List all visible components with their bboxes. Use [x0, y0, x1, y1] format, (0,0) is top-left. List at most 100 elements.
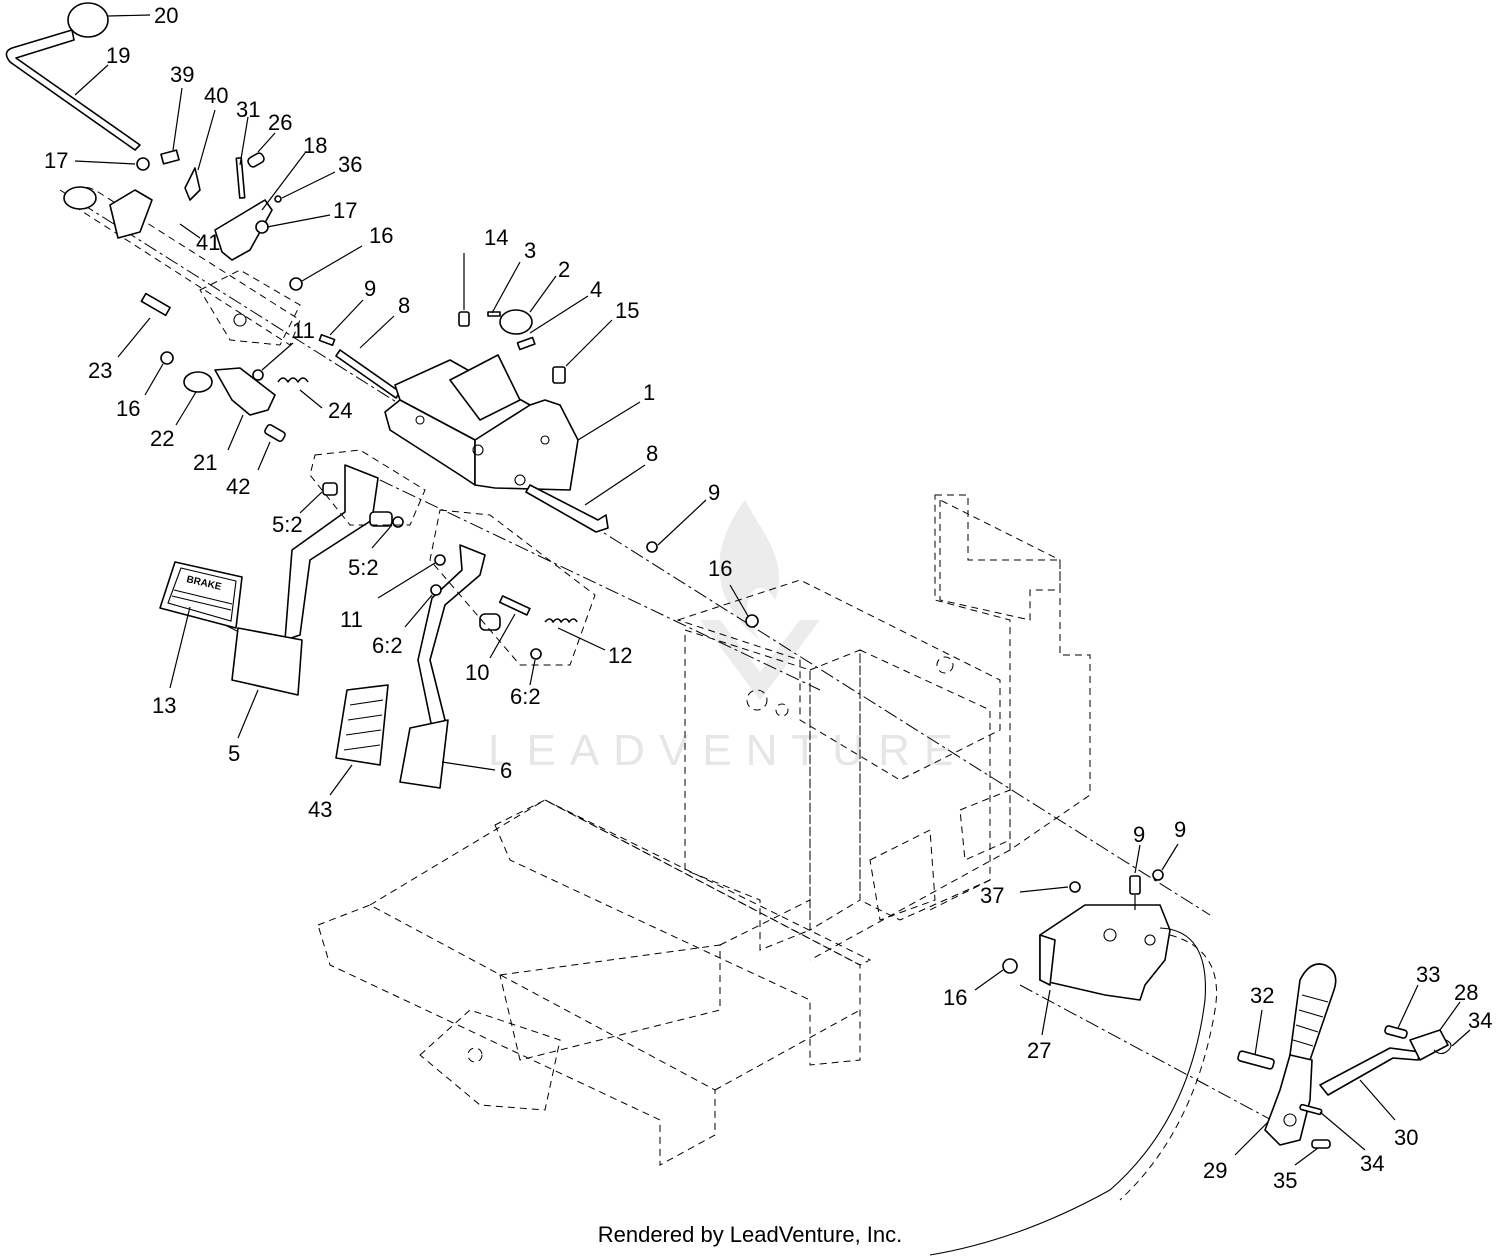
- accelerator-pedal-arm: [417, 544, 486, 729]
- leader-31: [239, 116, 249, 166]
- callout-12: 12: [608, 643, 632, 668]
- callout-15: 15: [615, 298, 639, 323]
- switch-2: [499, 309, 533, 335]
- frame-edge-4: [719, 899, 811, 946]
- callout-24: 24: [328, 398, 352, 423]
- bushing-22: [183, 371, 213, 393]
- hand-brake-body-29: [1264, 1054, 1313, 1146]
- leader-2: [529, 275, 557, 313]
- callout-28: 28: [1454, 980, 1478, 1005]
- bushing-6-upper: [430, 584, 442, 596]
- callout-16-upper: 16: [369, 223, 393, 248]
- pivot-rod-8-lower: [525, 484, 609, 533]
- frame-lower-box: [499, 944, 721, 1061]
- accelerator-pad: [399, 719, 449, 789]
- frame-tunnel: [676, 579, 1001, 781]
- callout-36: 36: [338, 152, 362, 177]
- callout-5-2-b: 5:2: [348, 555, 379, 580]
- rib: [349, 699, 384, 706]
- shift-lever: [5, 2, 141, 151]
- lever-arm-30: [1319, 1047, 1421, 1096]
- leader-1: [577, 401, 641, 441]
- parking-brake-bracket: [929, 869, 1217, 1256]
- stripe: [173, 589, 233, 605]
- callout-6-2-a: 6:2: [372, 633, 403, 658]
- frame-back-plate: [959, 789, 1011, 861]
- hand-brake-grip: [1289, 963, 1337, 1061]
- callout-20: 20: [154, 3, 178, 28]
- callout-32: 32: [1250, 983, 1274, 1008]
- frame-hole-1: [746, 689, 768, 711]
- leader-lines: [74, 14, 1471, 1166]
- frame-cross-box: [859, 649, 991, 921]
- leader-9c: [1134, 844, 1141, 874]
- callout-8-upper: 8: [398, 293, 410, 318]
- leader-26: [257, 132, 276, 153]
- leader-28: [1439, 1001, 1461, 1031]
- callout-42: 42: [226, 474, 250, 499]
- callout-34-lower: 34: [1360, 1151, 1384, 1176]
- callout-19: 19: [106, 43, 130, 68]
- leader-27: [1041, 989, 1051, 1036]
- leader-36: [281, 171, 336, 199]
- brake-bushing-left: [322, 482, 338, 496]
- watermark-text: LEADVENTURE: [488, 726, 967, 775]
- leader-42: [257, 441, 271, 471]
- nut-17-upper: [136, 157, 150, 171]
- nut-37: [1069, 881, 1081, 893]
- leader-16a: [301, 245, 363, 282]
- leader-21: [227, 414, 244, 451]
- frame-hitch-plate: [419, 1009, 561, 1111]
- pin-33: [1384, 1025, 1408, 1039]
- frame-front-crossmember: [317, 904, 716, 1166]
- bolt-9-upper: [318, 333, 336, 347]
- callout-5: 5: [228, 741, 240, 766]
- bracket-27-face: [1039, 904, 1171, 1001]
- callouts: 20 19 39 40 31 26 18 36 17 17 41 16 14 3…: [44, 3, 1492, 1193]
- clip-34-upper: [1433, 1039, 1452, 1055]
- bracket-27-hole: [1103, 928, 1117, 942]
- leader-43: [329, 764, 353, 796]
- frame-hole-2: [775, 703, 789, 717]
- assembly-group-boxes: [309, 449, 596, 666]
- callout-9-bracket-b: 9: [1174, 817, 1186, 842]
- grip-rib: [1292, 1039, 1314, 1047]
- grip-rib: [1295, 1024, 1319, 1033]
- centerline-main: [59, 189, 1211, 916]
- accelerator-cover-43: [335, 684, 389, 766]
- accel-cover-ribs: [343, 699, 384, 751]
- roll-pin-31: [235, 157, 246, 199]
- leader-9b: [657, 499, 707, 546]
- leader-6c: [441, 761, 496, 771]
- leader-6a: [404, 594, 433, 628]
- callout-27: 27: [1027, 1038, 1051, 1063]
- leader-10: [489, 613, 516, 659]
- shift-pin-40: [184, 167, 201, 201]
- centerline-pivot: [379, 479, 821, 691]
- grip-rib: [1298, 1009, 1324, 1018]
- leader-3: [491, 261, 521, 314]
- bushing-6-lower: [530, 648, 542, 660]
- rib: [343, 744, 381, 751]
- bolt-14: [458, 311, 470, 327]
- callout-34-upper: 34: [1468, 1008, 1492, 1033]
- frame-column-side: [809, 649, 861, 931]
- bracket-27-side: [1039, 934, 1056, 986]
- link-plate-21: [214, 367, 276, 416]
- watermark: LEADVENTURE: [488, 500, 967, 775]
- shift-mount-plate: [199, 269, 301, 346]
- mount-hole: [233, 313, 247, 327]
- leader-40: [197, 109, 216, 171]
- callout-17-lower: 17: [333, 198, 357, 223]
- frame-edge-3: [369, 799, 546, 906]
- brake-pedal-cover-13: [159, 561, 243, 629]
- bracket-inner-wall: [449, 354, 521, 421]
- callout-9-upper: 9: [364, 276, 376, 301]
- leader-4: [529, 295, 589, 334]
- callout-16-frame: 16: [708, 556, 732, 581]
- frame-edge-1: [809, 849, 1011, 961]
- watermark-v-icon: [700, 620, 820, 700]
- spring-12: [544, 618, 578, 623]
- bracket-hole-2: [514, 474, 526, 486]
